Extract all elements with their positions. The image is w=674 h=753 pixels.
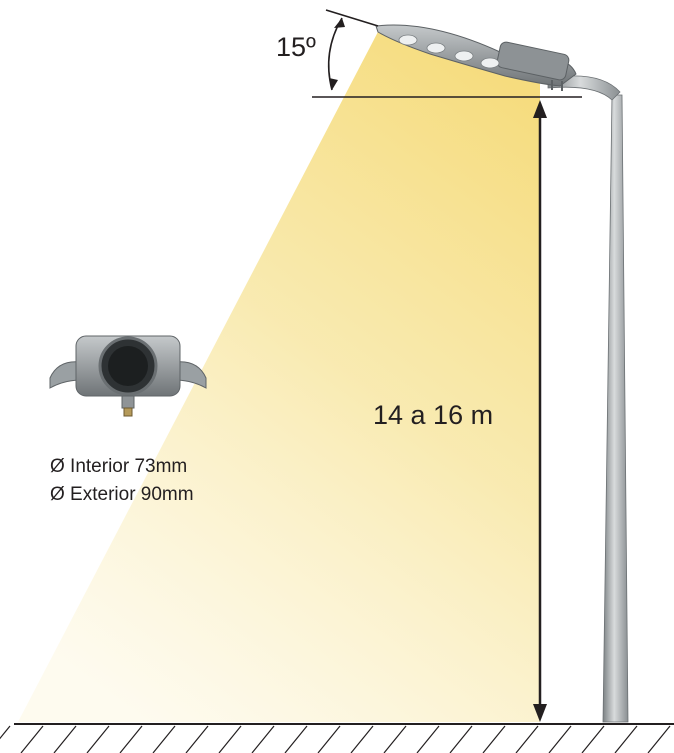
angle-label: 15º xyxy=(276,32,316,62)
pole-fitting-icon xyxy=(49,335,207,417)
light-beam xyxy=(18,28,540,722)
height-label: 14 a 16 m xyxy=(373,400,494,430)
angle-dimension xyxy=(312,9,582,98)
height-dimension xyxy=(533,100,547,722)
street-light-pole xyxy=(547,75,629,723)
street-light-luminaire-icon xyxy=(375,24,577,91)
ground xyxy=(0,723,674,753)
interior-diameter-label: Ø Interior 73mm xyxy=(50,456,188,477)
exterior-diameter-label: Ø Exterior 90mm xyxy=(50,484,194,505)
